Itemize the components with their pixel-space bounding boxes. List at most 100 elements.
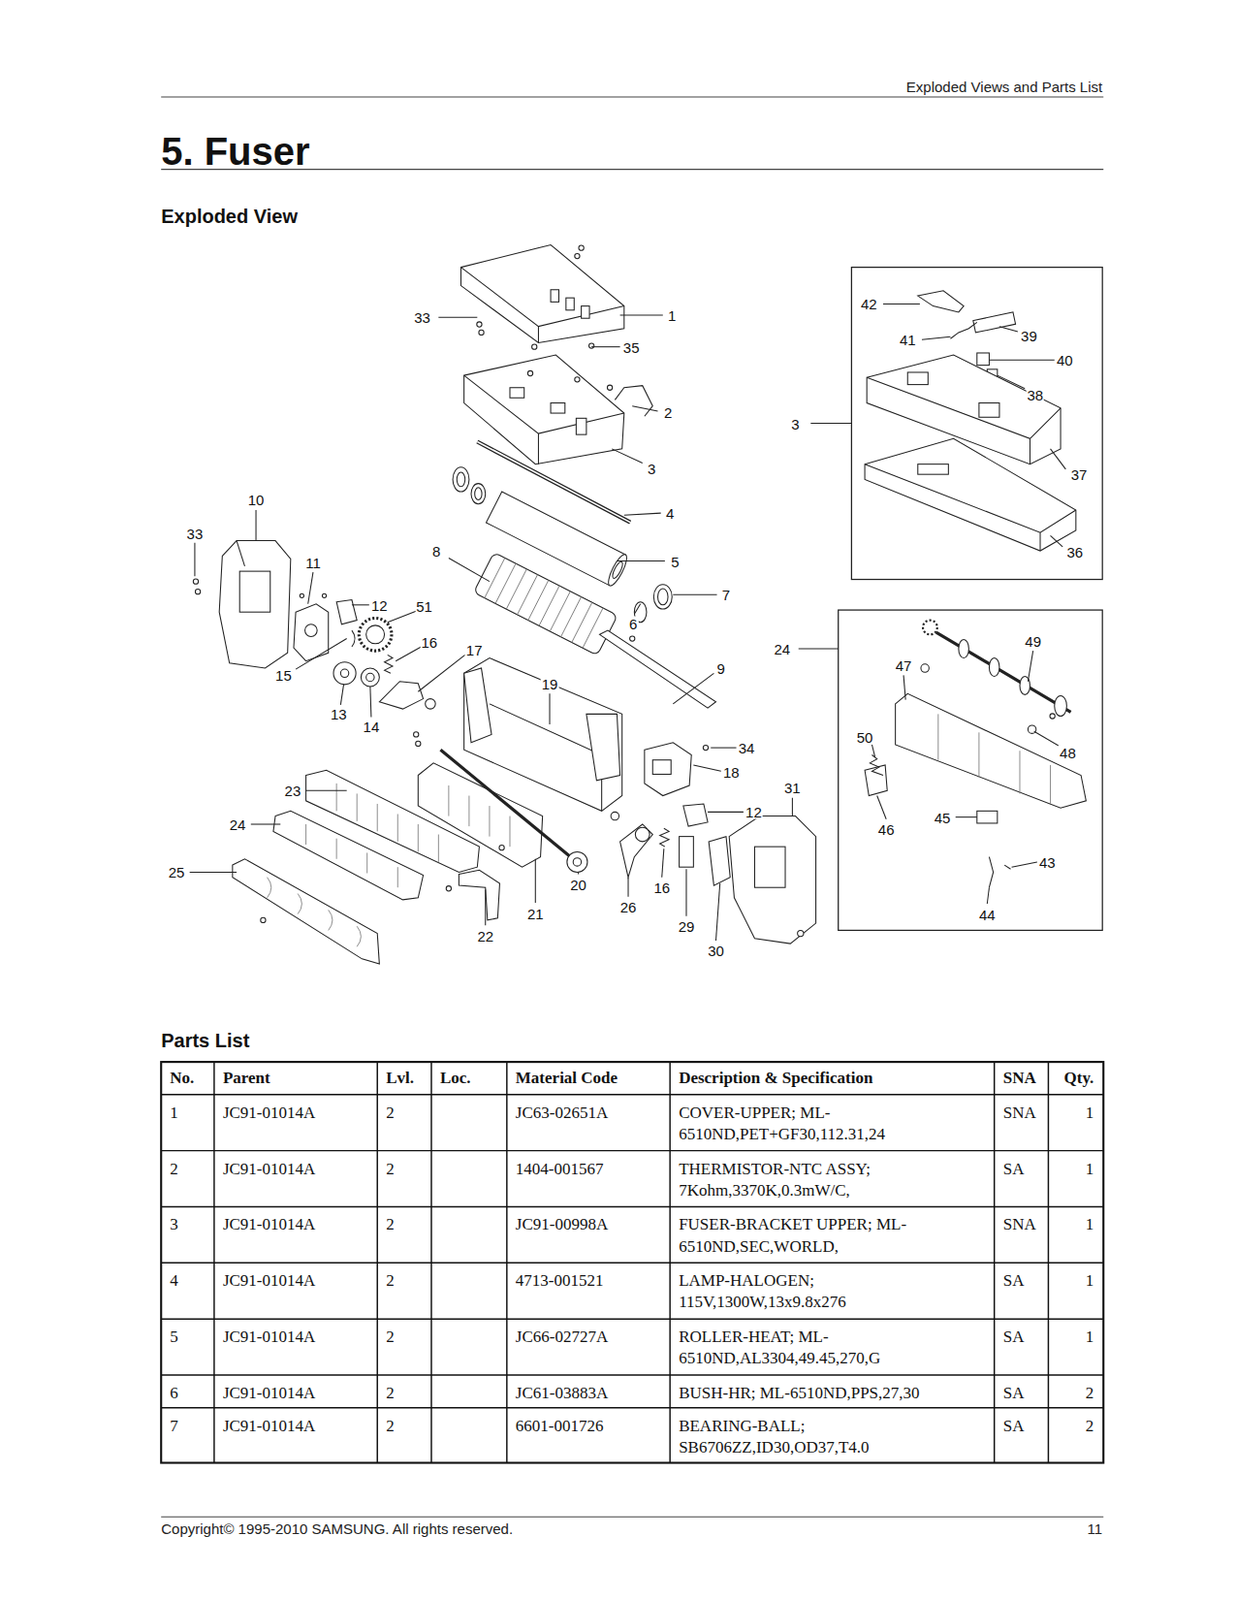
table-cell: FUSER-BRACKET UPPER; ML-6510ND,SEC,WORLD… — [678, 1213, 946, 1257]
inset-frame — [950, 321, 977, 339]
leader-line — [627, 877, 629, 897]
table-cell: 4 — [169, 1269, 179, 1292]
left-frame — [299, 593, 304, 598]
callout-number: 48 — [1058, 745, 1078, 761]
table-cell: 6601-001726 — [515, 1415, 604, 1437]
leader-line — [1050, 535, 1064, 547]
page-rule — [160, 1516, 1104, 1518]
guide-assembly — [438, 834, 440, 862]
callout-number: 9 — [716, 661, 727, 676]
upper-bracket — [606, 384, 612, 390]
upper-cover — [476, 321, 482, 327]
callout-number: 5 — [669, 553, 680, 569]
right-cover — [683, 803, 708, 826]
inset-guide — [1049, 764, 1051, 804]
inset-guide — [988, 856, 993, 888]
callout-number: 4 — [665, 506, 675, 521]
guide-assembly — [447, 785, 449, 817]
right-cover — [610, 803, 816, 944]
table-grid — [376, 1061, 378, 1462]
table-header: Material Code — [515, 1067, 618, 1089]
main-frame — [415, 740, 421, 746]
table-cell: 2 — [385, 1102, 395, 1124]
callout-number: 29 — [677, 919, 697, 934]
leader-line — [707, 811, 744, 813]
leader-line — [370, 686, 372, 718]
guide-assembly — [499, 845, 505, 851]
page-rule — [160, 96, 1104, 1517]
guide-assembly — [232, 858, 380, 964]
inset-guide — [937, 713, 939, 760]
table-cell: JC66-02727A — [515, 1326, 608, 1348]
callout-number: 33 — [186, 526, 205, 541]
leader-line — [883, 303, 920, 305]
callout-number: 16 — [420, 633, 440, 649]
leader-line — [484, 888, 486, 925]
callout-number: 19 — [540, 675, 560, 691]
upper-bracket — [550, 403, 566, 414]
table-cell: SA — [1003, 1269, 1025, 1292]
callout-number: 40 — [1055, 352, 1075, 368]
right-cover — [754, 846, 786, 888]
inset-guide — [864, 764, 888, 796]
callout-number: 18 — [722, 764, 741, 780]
callout-number: 43 — [1038, 854, 1057, 869]
left-frame — [321, 593, 326, 598]
callout-number: 26 — [619, 899, 638, 915]
table-grid — [993, 1061, 995, 1462]
upper-cover — [589, 343, 595, 349]
table-cell: 1 — [1085, 1102, 1095, 1124]
pressure-roller — [474, 552, 626, 660]
table-cell: 2 — [169, 1158, 179, 1180]
table-grid — [668, 1061, 670, 1462]
inset-frame — [1029, 438, 1031, 464]
inset-guide — [977, 810, 998, 824]
table-cell: JC91-01014A — [222, 1158, 316, 1180]
upper-cover — [581, 306, 590, 319]
leader-line — [417, 654, 465, 692]
upper-bracket — [575, 417, 587, 435]
heat-roller — [471, 483, 486, 505]
callout-number: 34 — [737, 740, 757, 756]
table-cell: 2 — [385, 1382, 395, 1404]
table-cell: 2 — [385, 1269, 395, 1292]
callout-number: 12 — [370, 597, 389, 612]
table-grid — [160, 1205, 1104, 1207]
right-cover — [797, 929, 804, 936]
left-frame — [366, 672, 375, 681]
table-cell: 5 — [169, 1326, 179, 1348]
upper-cover — [538, 326, 539, 344]
inset-guide — [922, 620, 938, 635]
upper-cover — [550, 289, 559, 303]
leader-line — [190, 871, 237, 873]
leader-line — [877, 795, 887, 820]
leader-line — [715, 883, 720, 941]
table-cell: JC91-00998A — [515, 1213, 608, 1236]
upper-bracket — [527, 370, 533, 376]
leader-line — [1050, 448, 1067, 470]
table-cell: SA — [1003, 1326, 1025, 1348]
pressure-roller — [528, 579, 549, 620]
inset-guide — [895, 693, 1087, 808]
leader-line — [295, 638, 348, 670]
left-frame — [192, 578, 198, 584]
main-frame — [464, 667, 492, 743]
inset-guide — [869, 754, 884, 775]
callout-number: 3 — [646, 460, 657, 476]
callout-number: 8 — [431, 543, 442, 559]
inset-frame — [851, 267, 1103, 580]
table-cell: 2 — [385, 1213, 395, 1236]
main-frame — [644, 742, 692, 796]
table-grid — [213, 1061, 215, 1462]
table-grid — [160, 1149, 1104, 1151]
leader-line — [535, 858, 537, 903]
callout-number: 50 — [855, 728, 875, 744]
inset-frame — [851, 267, 1103, 580]
callout-number: 37 — [1070, 467, 1089, 482]
callout-number: 22 — [475, 927, 495, 943]
right-cover — [610, 811, 619, 820]
callout-number: 1 — [666, 308, 677, 323]
right-cover — [634, 826, 650, 842]
inset-guide — [838, 609, 1103, 930]
leader-line — [1034, 730, 1059, 746]
